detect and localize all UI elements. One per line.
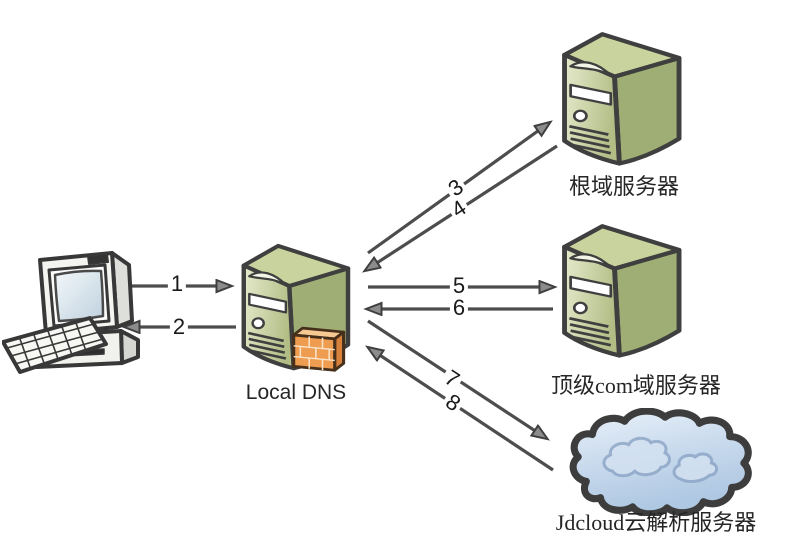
local-dns-label: Local DNS [245, 381, 347, 404]
root-server-icon [556, 28, 690, 178]
arrow-1-label: 1 [167, 273, 187, 295]
jdcloud-server-label: Jdcloud云解析服务器 [555, 510, 757, 535]
arrow-6-label: 6 [449, 297, 469, 319]
root-server-label: 根域服务器 [568, 174, 680, 199]
arrow-5-label: 5 [449, 275, 469, 297]
jdcloud-cloud-icon [569, 408, 752, 516]
client-computer-icon [2, 251, 140, 374]
tld-com-server-icon [556, 220, 690, 370]
arrow-8-line [369, 348, 554, 472]
firewall-icon [292, 326, 346, 372]
local-dns-server-icon [236, 240, 358, 372]
tld-com-server-label: 顶级com域服务器 [551, 373, 721, 398]
arrow-2-label: 2 [169, 316, 189, 338]
